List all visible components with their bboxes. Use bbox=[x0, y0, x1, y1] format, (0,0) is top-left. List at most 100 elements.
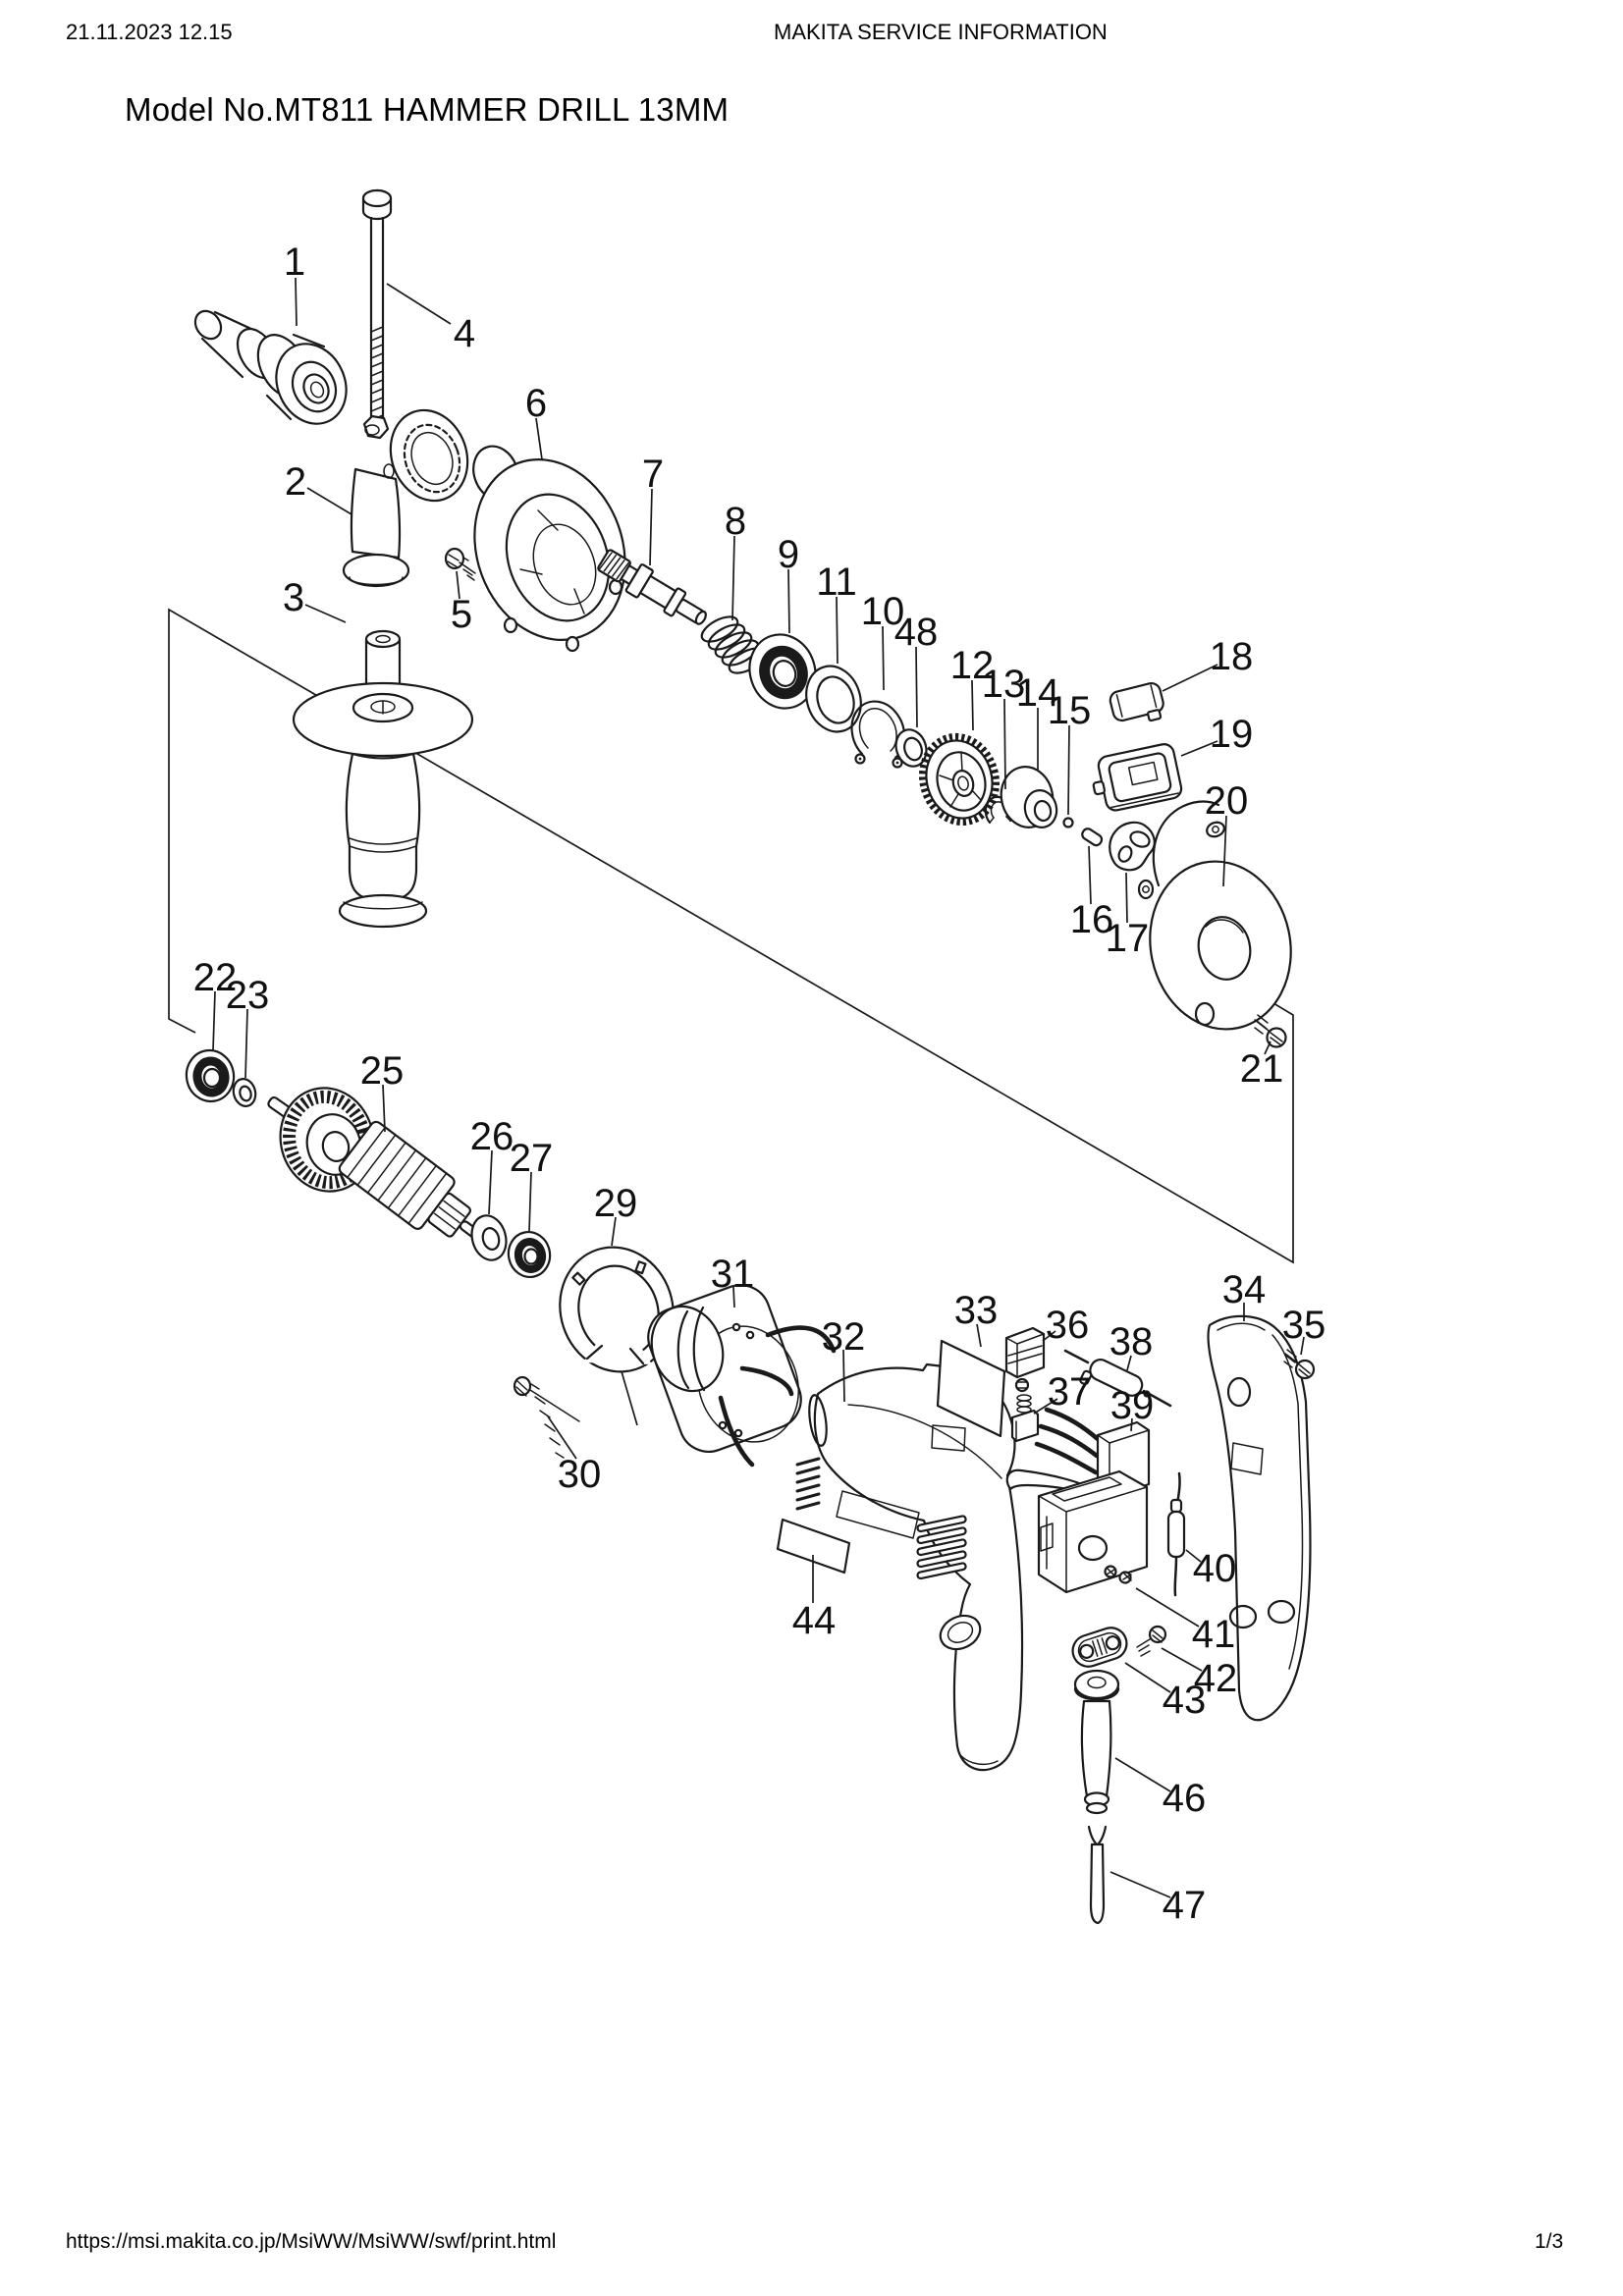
callout-number-7: 7 bbox=[642, 453, 664, 496]
part-18-lever-knob bbox=[1109, 681, 1164, 722]
leader-line-47 bbox=[1109, 1871, 1171, 1898]
part-43-cord-clamp bbox=[1071, 1627, 1128, 1668]
part-23-washer bbox=[232, 1078, 257, 1107]
callout-number-39: 39 bbox=[1110, 1384, 1155, 1427]
leader-line-40 bbox=[1185, 1549, 1202, 1563]
leader-line-1 bbox=[295, 277, 298, 327]
callout-number-19: 19 bbox=[1210, 713, 1254, 756]
callout-number-30: 30 bbox=[558, 1453, 602, 1496]
leader-line-33 bbox=[976, 1323, 982, 1348]
leader-line-13 bbox=[1003, 698, 1006, 790]
leader-line-6 bbox=[535, 417, 543, 460]
leader-line-16 bbox=[1088, 845, 1092, 905]
leader-line-32 bbox=[842, 1349, 845, 1403]
leader-line-5 bbox=[456, 570, 460, 600]
part-33-label bbox=[936, 1339, 1006, 1438]
leader-line-41 bbox=[1135, 1587, 1200, 1628]
callout-number-42: 42 bbox=[1194, 1657, 1238, 1700]
leader-line-29 bbox=[611, 1216, 617, 1247]
callout-number-10: 10 bbox=[861, 590, 905, 633]
part-48-spacer-ring bbox=[894, 728, 928, 768]
callout-number-17: 17 bbox=[1106, 917, 1150, 960]
leader-line-7 bbox=[649, 488, 653, 566]
part-9-ball-bearing bbox=[748, 633, 817, 710]
callout-number-21: 21 bbox=[1240, 1047, 1284, 1091]
leader-line-26 bbox=[488, 1149, 493, 1215]
callout-number-34: 34 bbox=[1222, 1268, 1267, 1311]
part-4-bolt bbox=[361, 188, 393, 433]
leader-line-39 bbox=[1130, 1417, 1133, 1432]
leader-line-43 bbox=[1124, 1662, 1171, 1693]
callout-number-12: 12 bbox=[950, 644, 995, 687]
part-38-noise-suppressor bbox=[1063, 1349, 1172, 1408]
part-3-side-handle bbox=[292, 629, 474, 929]
header-title: MAKITA SERVICE INFORMATION bbox=[774, 20, 1108, 44]
callout-number-2: 2 bbox=[285, 460, 306, 504]
part-12-gear bbox=[918, 732, 1001, 827]
part-41-switch bbox=[1005, 1468, 1149, 1594]
leader-line-30 bbox=[547, 1415, 577, 1460]
part-46-cord-guard bbox=[1073, 1669, 1120, 1815]
part-30-screw bbox=[513, 1375, 580, 1459]
part-42-screw bbox=[1136, 1625, 1167, 1657]
part-19-lever-cover bbox=[1092, 743, 1183, 812]
part-47-power-cord bbox=[1087, 1825, 1108, 1925]
leader-line-15 bbox=[1067, 724, 1070, 816]
leader-line-10 bbox=[882, 625, 885, 691]
callout-number-11: 11 bbox=[816, 561, 857, 604]
footer-url: https://msi.makita.co.jp/MsiWW/MsiWW/swf… bbox=[66, 2230, 557, 2253]
leader-line-18 bbox=[1162, 664, 1218, 692]
leader-line-8 bbox=[731, 535, 735, 621]
callout-number-31: 31 bbox=[711, 1253, 755, 1296]
callout-number-27: 27 bbox=[510, 1137, 554, 1180]
leader-line-22 bbox=[212, 990, 216, 1051]
part-34-handle-cover bbox=[1207, 1314, 1312, 1722]
leader-line-35 bbox=[1300, 1336, 1305, 1356]
leader-line-23 bbox=[244, 1008, 248, 1079]
leader-line-46 bbox=[1114, 1757, 1171, 1792]
callout-number-37: 37 bbox=[1048, 1370, 1092, 1414]
part-17-bracket bbox=[1109, 821, 1156, 872]
leader-line-19 bbox=[1180, 740, 1218, 757]
callout-number-43: 43 bbox=[1163, 1679, 1207, 1722]
part-25-armature bbox=[267, 1087, 483, 1241]
part-2-gear-housing-cap bbox=[342, 408, 469, 588]
callout-number-26: 26 bbox=[470, 1115, 514, 1158]
leader-line-21 bbox=[1264, 1041, 1271, 1055]
callout-number-46: 46 bbox=[1163, 1777, 1207, 1820]
callout-number-29: 29 bbox=[594, 1182, 638, 1225]
leader-line-11 bbox=[836, 596, 839, 665]
callout-layer: 1234567891011121314151617181920212223252… bbox=[193, 240, 1326, 1927]
part-22-ball-bearing bbox=[185, 1048, 236, 1103]
leader-line-3 bbox=[304, 604, 347, 623]
callout-number-33: 33 bbox=[954, 1289, 999, 1332]
callout-number-15: 15 bbox=[1048, 689, 1092, 732]
part-15-steel-ball bbox=[1062, 817, 1074, 828]
callout-number-13: 13 bbox=[982, 663, 1026, 706]
callout-number-5: 5 bbox=[451, 593, 472, 636]
part-44-name-plate bbox=[776, 1518, 851, 1575]
callout-number-20: 20 bbox=[1205, 779, 1249, 823]
callout-number-40: 40 bbox=[1193, 1547, 1237, 1590]
callout-number-41: 41 bbox=[1192, 1613, 1236, 1656]
part-5-screw bbox=[444, 547, 476, 581]
leader-line-12 bbox=[971, 679, 974, 731]
callout-number-38: 38 bbox=[1109, 1320, 1154, 1363]
part-20-bearing-retainer bbox=[1137, 800, 1292, 1031]
callout-number-22: 22 bbox=[193, 956, 238, 999]
callout-number-8: 8 bbox=[725, 500, 746, 543]
leader-line-4 bbox=[386, 283, 452, 325]
leader-line-42 bbox=[1161, 1647, 1203, 1672]
part-40-lead-wire bbox=[1166, 1471, 1186, 1597]
callout-number-14: 14 bbox=[1016, 671, 1060, 715]
callout-number-44: 44 bbox=[792, 1599, 837, 1642]
callout-number-6: 6 bbox=[525, 382, 547, 425]
callout-number-36: 36 bbox=[1046, 1304, 1090, 1347]
callout-number-16: 16 bbox=[1070, 898, 1114, 941]
leader-line-48 bbox=[915, 646, 918, 728]
part-26-washer bbox=[470, 1214, 508, 1261]
leader-line-38 bbox=[1126, 1355, 1132, 1371]
callout-number-25: 25 bbox=[360, 1049, 405, 1093]
